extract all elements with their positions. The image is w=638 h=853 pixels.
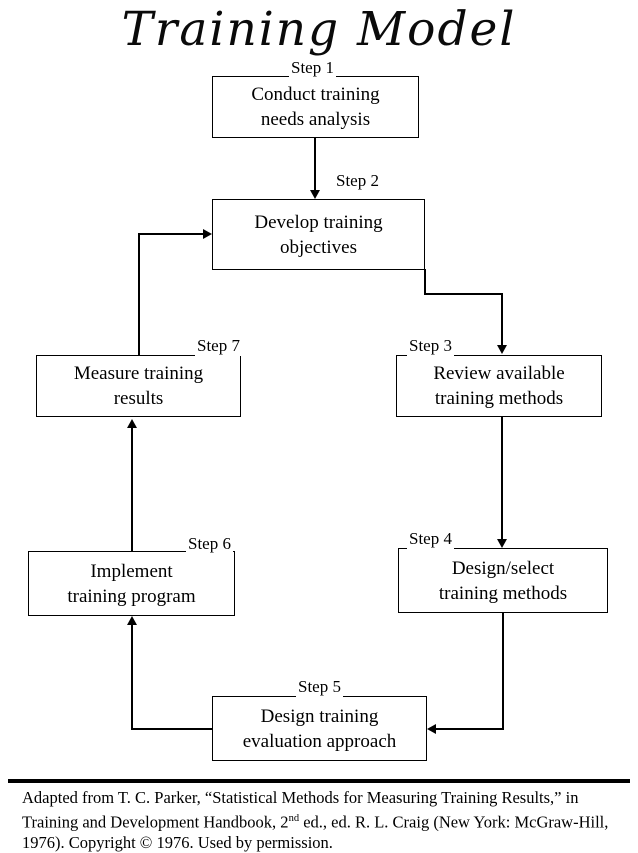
connector-step2-to-step3-vertical	[501, 293, 503, 346]
arrowhead-step7-in	[127, 419, 137, 428]
source-attribution-part2: ed., ed. R. L. Craig (New York: McGraw-H…	[22, 812, 609, 852]
node-step7-line2: results	[113, 388, 164, 409]
connector-step5-to-step6-vertical	[131, 625, 133, 729]
node-step7-line1: Measure training	[73, 363, 204, 384]
connector-step5-to-step6-horizontal	[131, 728, 213, 730]
node-step2-develop-training-objectives[interactable]: Develop training objectives	[212, 199, 425, 270]
connector-step4-to-step5-vertical	[502, 613, 504, 730]
arrowhead-step2-loop-in	[203, 229, 212, 239]
node-step3-line1: Review available	[433, 363, 565, 384]
arrowhead-step6-in	[127, 616, 137, 625]
connector-step7-to-step2-horizontal	[138, 233, 204, 235]
node-step1-line1: Conduct training	[251, 84, 380, 105]
connector-step4-to-step5-horizontal	[436, 728, 503, 730]
connector-step6-to-step7	[131, 428, 133, 551]
node-step6-implement-training-program[interactable]: Implement training program	[28, 551, 235, 616]
connector-step2-exit-vertical	[424, 269, 426, 295]
source-attribution-ordinal-suffix: nd	[288, 812, 300, 824]
arrowhead-step3-in	[497, 345, 507, 354]
node-step7-measure-training-results[interactable]: Measure training results	[36, 355, 241, 417]
step-label-step1: Step 1	[289, 58, 336, 78]
node-step2-line1: Develop training	[254, 211, 383, 233]
node-step3-review-available-training-methods[interactable]: Review available training methods	[396, 355, 602, 417]
source-attribution: Adapted from T. C. Parker, “Statistical …	[22, 788, 626, 853]
step-label-step4: Step 4	[407, 529, 454, 549]
connector-step7-to-step2-vertical	[138, 233, 140, 356]
node-step5-line2: evaluation approach	[242, 730, 397, 752]
node-step3-line2: training methods	[434, 388, 564, 409]
source-attribution-part1: Adapted from T. C. Parker, “Statistical …	[22, 788, 579, 831]
node-step1-conduct-training-needs-analysis[interactable]: Conduct training needs analysis	[212, 76, 419, 138]
step-label-step7: Step 7	[195, 336, 242, 356]
footer-divider	[8, 779, 630, 783]
page-title: Training Model	[121, 2, 517, 57]
connector-step3-to-step4	[501, 417, 503, 541]
connector-step1-to-step2	[314, 138, 316, 191]
node-step4-line2: training methods	[438, 582, 568, 604]
arrowhead-step2-in	[310, 190, 320, 199]
node-step6-line1: Implement	[90, 560, 173, 582]
step-label-step5: Step 5	[296, 677, 343, 697]
node-step6-line2: training program	[67, 585, 196, 607]
node-step4-line1: Design/select	[451, 557, 555, 579]
step-label-step6: Step 6	[186, 534, 233, 554]
node-step5-design-training-evaluation-approach[interactable]: Design training evaluation approach	[212, 696, 427, 761]
node-step1-line2: needs analysis	[260, 109, 371, 130]
arrowhead-step4-in	[497, 539, 507, 548]
arrowhead-step5-in	[427, 724, 436, 734]
step-label-step2: Step 2	[334, 171, 381, 191]
node-step5-line1: Design training	[260, 705, 379, 727]
node-step2-line2: objectives	[279, 236, 358, 258]
step-label-step3: Step 3	[407, 336, 454, 356]
node-step4-design-select-training-methods[interactable]: Design/select training methods	[398, 548, 608, 613]
connector-step2-to-step3-horizontal	[424, 293, 503, 295]
